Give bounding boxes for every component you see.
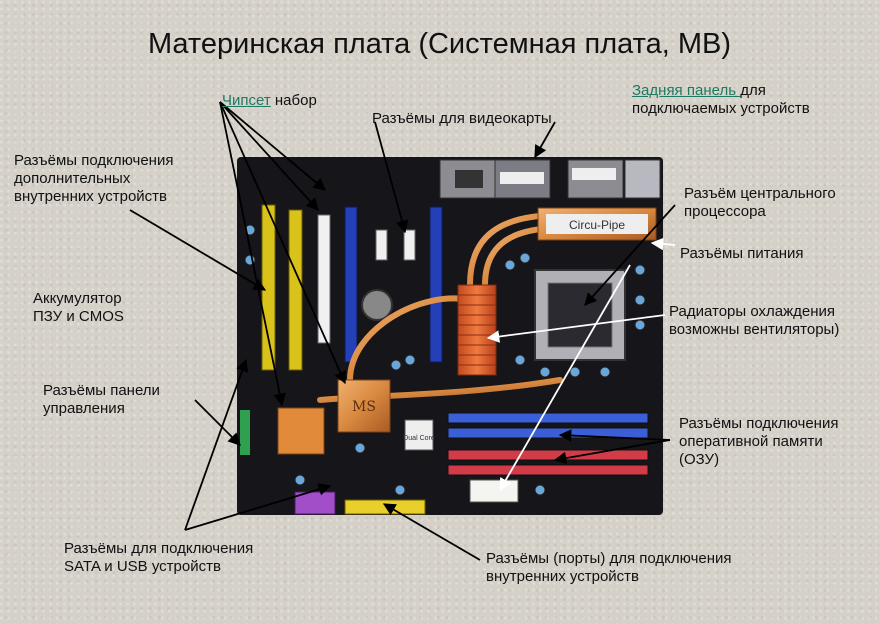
label-internal-ports: Разъёмы (порты) для подключения внутренн… — [486, 550, 732, 586]
label-chipset: Чипсет набор — [222, 92, 317, 110]
cpu-socket-line-1: Разъём центрального — [684, 185, 836, 202]
sata-usb-line-1: Разъёмы для подключения — [64, 540, 254, 557]
internal-ports-line-1: Разъёмы (порты) для подключения — [486, 550, 732, 567]
radiators-line-1: Радиаторы охлаждения — [669, 303, 836, 320]
label-rear-panel: Задняя панель для подключаемых устройств — [632, 82, 810, 118]
chipset-link[interactable]: Чипсет — [222, 92, 271, 109]
battery-line-2: ПЗУ и CMOS — [33, 308, 124, 325]
rear-panel-rest1: для — [740, 82, 766, 99]
cooler-brand: Circu-Pipe — [569, 218, 625, 232]
front-panel-line-2: управления — [43, 400, 125, 417]
cmos-battery — [361, 289, 393, 321]
label-internal-ext: Разъёмы подключения дополнительных внутр… — [14, 152, 173, 206]
page-title: Материнская плата (Системная плата, MB) — [147, 28, 732, 60]
rear-panel-rest2: подключаемых устройств — [632, 100, 810, 117]
sata-usb-line-2: SATA и USB устройств — [64, 558, 221, 575]
internal-ext-line-1: Разъёмы подключения — [14, 152, 174, 169]
ram-line-1: Разъёмы подключения — [679, 415, 839, 432]
cpu-socket — [534, 269, 626, 361]
radiators-line-2: возможны вентиляторы) — [669, 321, 840, 338]
chipset-label-rest: набор — [270, 92, 317, 109]
cpu-socket-line-2: процессора — [684, 203, 766, 220]
label-front-panel: Разъёмы панели управления — [43, 382, 160, 418]
annotation-arrows-white — [486, 237, 676, 492]
usb-headers — [344, 499, 426, 515]
label-battery: Аккумулятор ПЗУ и CMOS — [33, 290, 124, 326]
front-panel-header — [240, 410, 250, 455]
label-video-slots: Разъёмы для видеокарты — [372, 110, 552, 127]
ram-line-3: (ОЗУ) — [679, 451, 720, 468]
label-power: Разъёмы питания — [680, 245, 804, 262]
internal-ports-line-2: внутренних устройств — [486, 568, 640, 585]
chip-text: Dual Core — [403, 435, 435, 442]
label-sata-usb: Разъёмы для подключения SATA и USB устро… — [64, 540, 253, 576]
label-ram: Разъёмы подключения оперативной памяти (… — [679, 415, 838, 469]
chip-mark: MS — [352, 399, 376, 415]
bios-chip — [404, 419, 434, 451]
atx-power-connector — [469, 479, 519, 503]
annotation-arrows — [129, 101, 676, 561]
radiator-fins — [457, 284, 497, 376]
internal-ext-line-3: внутренних устройств — [14, 188, 168, 205]
ram-line-2: оперативной памяти — [679, 433, 823, 450]
rear-panel-link[interactable]: Задняя панель — [632, 82, 741, 99]
internal-ext-line-2: дополнительных — [14, 170, 131, 187]
label-radiators: Радиаторы охлаждения возможны вентилятор… — [669, 303, 839, 339]
chipset-heatsinks: MS — [277, 379, 391, 455]
rear-io-panel — [439, 159, 661, 199]
front-panel-line-1: Разъёмы панели — [43, 382, 160, 399]
sata-connector — [294, 491, 336, 515]
ram-slots — [447, 412, 649, 476]
cpu-cooler: Circu-Pipe — [537, 207, 657, 241]
label-cpu-socket: Разъём центрального процессора — [684, 185, 836, 221]
battery-line-1: Аккумулятор — [33, 290, 122, 307]
